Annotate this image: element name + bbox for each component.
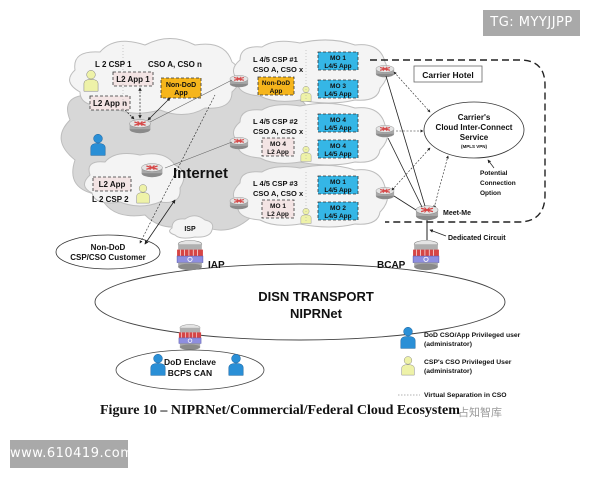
csp-l45-1-app-b: [317, 79, 359, 99]
link-nondod-router: [147, 97, 171, 121]
csp-l45-3-app-b: [317, 201, 359, 221]
csp-l45-1-cso: CSO A, CSO x: [253, 65, 304, 74]
figure-caption: Figure 10 – NIPRNet/Commercial/Federal C…: [100, 403, 460, 418]
link-appn-router: [124, 109, 135, 120]
watermark-top-right: TG: MYYJJPP: [483, 10, 580, 36]
link-csp1-service: [393, 71, 431, 113]
internet-label: Internet: [173, 165, 228, 182]
caption-source-watermark: 占知智库: [458, 406, 502, 419]
carrier-hotel-label: Carrier Hotel: [422, 70, 474, 80]
cloud-interconnect-ellipse: [423, 101, 525, 159]
csp-l45-1-app-a: [317, 51, 359, 71]
iap-label: IAP: [208, 260, 225, 271]
csp1-nondod-box: [160, 77, 202, 99]
csp2-app-box: [92, 176, 132, 192]
legend-item-3-line1: Virtual Separation in CSO: [424, 392, 507, 399]
link-customer-csp: [139, 94, 216, 244]
legend: DoD CSO/App Privileged user (administrat…: [398, 326, 521, 399]
meet-me-label: Meet-Me: [443, 210, 471, 217]
carrier-hotel-boundary: [370, 59, 546, 223]
csp2-title: L 2 CSP 2: [92, 195, 129, 204]
enclave-line1: DoD Enclave: [164, 357, 216, 367]
potential-line3: Option: [480, 190, 501, 197]
csp-l45-3-title: L 4/5 CSP #3: [253, 179, 298, 188]
csp-l45-2-app-a: [317, 113, 359, 133]
link-csp3-service: [391, 147, 431, 191]
meet-me-router-icon: [415, 205, 439, 221]
csp-l45-2-left-box: [261, 137, 295, 157]
csp-l45-3-cso: CSO A, CSO x: [253, 189, 304, 198]
link-internet-csp1: [149, 79, 233, 123]
service-sub: (MPLS VPN): [461, 144, 488, 149]
dedicated-label: Dedicated Circuit: [448, 235, 506, 242]
csp-l45-2-cso: CSO A, CSO x: [253, 127, 304, 136]
link-internet-csp2: [164, 141, 233, 169]
csp1-appn-label: L2 App n: [93, 99, 127, 108]
link-customer-internet: [144, 199, 176, 245]
customer-ellipse: [55, 234, 161, 270]
disn-line1: DISN TRANSPORT: [258, 289, 374, 304]
customer-line2: CSP/CSO Customer: [70, 253, 146, 262]
legend-item-2-line2: (administrator): [424, 368, 472, 375]
link-csp1-meetme: [385, 75, 426, 207]
legend-item-1-line2: (administrator): [424, 341, 472, 348]
potential-arrow: [487, 159, 495, 169]
csp-l45-2-router-right-icon: [375, 124, 395, 138]
iap-firewall-icon: [176, 239, 204, 271]
csp-l45-3-router-right-icon: [375, 186, 395, 200]
csp-l45-1-title: L 4/5 CSP #1: [253, 55, 298, 64]
csp-l45-1-router-right-icon: [375, 64, 395, 78]
csp-l45-2-router-left-icon: [229, 136, 249, 150]
enclave-line2: BCPS CAN: [168, 368, 212, 378]
csp2-router-icon: [140, 162, 164, 178]
csp-l45-1-router-left-icon: [229, 74, 249, 88]
legend-item-2-line1: CSP's CSO Privileged User: [424, 359, 512, 366]
enclave-firewall-icon: [178, 324, 202, 351]
disn-transport-ellipse: [94, 263, 506, 341]
legend-item-1-line1: DoD CSO/App Privileged user: [424, 332, 521, 339]
bcap-firewall-icon: [412, 239, 440, 271]
csp-l45-3-app-a: [317, 175, 359, 195]
dod-enclave-ellipse: [115, 349, 265, 391]
csp1-cso: CSO A, CSO n: [148, 60, 202, 69]
csp1-router-icon: [128, 118, 152, 134]
csp-l45-2-title: L 4/5 CSP #2: [253, 117, 298, 126]
dedicated-arrow: [429, 229, 447, 237]
csp1-appn-box: [89, 95, 131, 111]
csp-l45-2-app-b: [317, 139, 359, 159]
potential-line2: Connection: [480, 180, 516, 187]
watermark-bottom-left: www.610419.com: [10, 440, 133, 468]
disn-line2: NIPRNet: [290, 306, 343, 321]
link-csp2-meetme: [387, 137, 423, 208]
csp-privileged-user-icon: [401, 356, 415, 376]
csp2-app-label: L2 App: [99, 180, 126, 189]
link-meetme-service: [433, 155, 449, 209]
customer-line1: Non-DoD: [91, 243, 126, 252]
csp-l45-1-left-box: [257, 76, 295, 96]
service-line1: Carrier's: [458, 113, 491, 122]
isp-label: ISP: [184, 226, 196, 233]
csp-l45-3-router-left-icon: [229, 196, 249, 210]
service-line2: Cloud Inter-Connect: [436, 123, 513, 132]
bcap-label: BCAP: [377, 260, 406, 271]
service-line3: Service: [460, 133, 489, 142]
csp-l45-3-left-box: [261, 199, 295, 219]
link-csp3-meetme: [393, 195, 417, 211]
csp1-app1-label: L2 App 1: [116, 75, 150, 84]
potential-line1: Potential: [480, 170, 508, 177]
csp1-title: L 2 CSP 1: [95, 60, 132, 69]
